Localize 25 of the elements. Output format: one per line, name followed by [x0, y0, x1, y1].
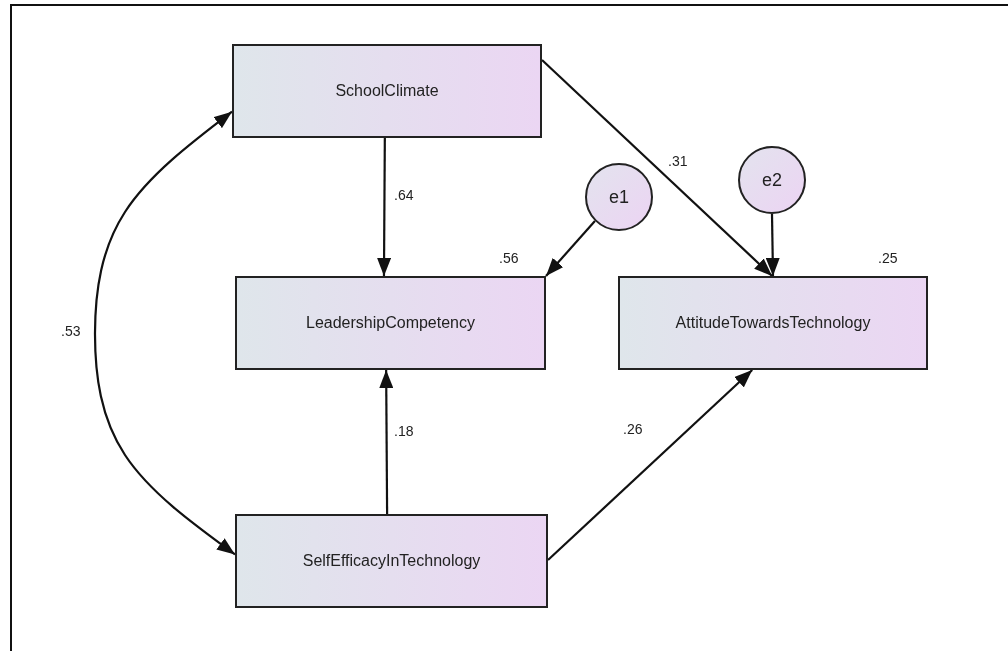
path-arrow	[379, 370, 394, 514]
variable-box	[618, 276, 928, 370]
path-arrow	[547, 369, 753, 561]
path-arrow	[545, 220, 596, 277]
variable-label: SelfEfficacyInTechnology	[302, 552, 481, 570]
covariance-arrow	[93, 110, 236, 556]
variable-box	[232, 44, 542, 138]
r-squared-value: .56	[498, 250, 520, 266]
r-squared-value: .25	[877, 250, 899, 266]
edge-label: .64	[393, 187, 415, 203]
variable-box	[235, 276, 546, 370]
path-arrow	[765, 214, 780, 276]
error-term-circle	[585, 163, 653, 231]
path-arrow	[541, 59, 773, 277]
variable-label: SchoolClimate	[335, 82, 439, 100]
variable-box	[235, 514, 548, 608]
path-arrow	[377, 138, 392, 276]
edge-label: .26	[622, 421, 644, 437]
variable-label: LeadershipCompetency	[306, 314, 475, 332]
edge-label: .18	[393, 423, 415, 439]
error-label: e1	[609, 186, 629, 208]
variable-label: AttitudeTowardsTechnology	[675, 314, 871, 332]
error-label: e2	[762, 169, 782, 191]
edge-label: .31	[667, 153, 689, 169]
edge-label: .53	[60, 323, 82, 339]
